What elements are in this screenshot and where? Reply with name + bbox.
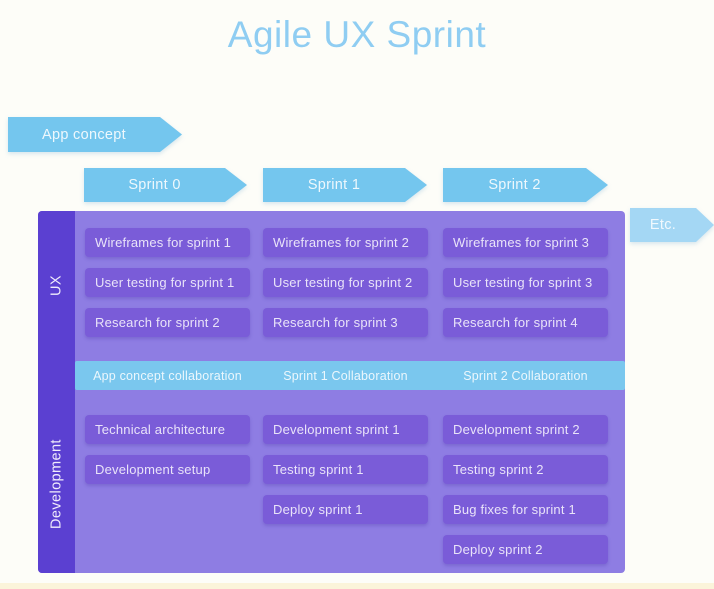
development-column-sprint-1: Development sprint 1 Testing sprint 1 De… — [263, 415, 428, 524]
ux-card: User testing for sprint 2 — [263, 268, 428, 297]
collaboration-label: App concept collaboration — [93, 368, 242, 383]
ux-column-sprint-2: Wireframes for sprint 3 User testing for… — [443, 228, 608, 337]
ux-column-sprint-0: Wireframes for sprint 1 User testing for… — [85, 228, 250, 337]
sprint-board: UX Development Wireframes for sprint 1 U… — [38, 211, 625, 573]
ux-card: User testing for sprint 3 — [443, 268, 608, 297]
ux-row-label: UX — [48, 275, 65, 297]
ux-card: Wireframes for sprint 3 — [443, 228, 608, 257]
development-column-sprint-2: Development sprint 2 Testing sprint 2 Bu… — [443, 415, 608, 564]
etc-arrow-label: Etc. — [630, 208, 714, 242]
sprint-2-arrow: Sprint 2 — [443, 168, 608, 202]
ux-card: User testing for sprint 1 — [85, 268, 250, 297]
development-column-sprint-0: Technical architecture Development setup — [85, 415, 250, 484]
development-card: Deploy sprint 2 — [443, 535, 608, 564]
ux-card: Wireframes for sprint 1 — [85, 228, 250, 257]
sprint-1-arrow: Sprint 1 — [263, 168, 427, 202]
development-card: Development sprint 1 — [263, 415, 428, 444]
bottom-accent-strip — [0, 583, 714, 589]
sprint-1-arrow-label: Sprint 1 — [263, 168, 427, 202]
development-card: Testing sprint 2 — [443, 455, 608, 484]
development-card: Technical architecture — [85, 415, 250, 444]
app-concept-arrow: App concept — [8, 117, 182, 152]
development-card: Development sprint 2 — [443, 415, 608, 444]
ux-card: Research for sprint 3 — [263, 308, 428, 337]
development-card: Bug fixes for sprint 1 — [443, 495, 608, 524]
ux-column-sprint-1: Wireframes for sprint 2 User testing for… — [263, 228, 428, 337]
collaboration-bar: App concept collaboration Sprint 1 Colla… — [75, 361, 625, 390]
sprint-0-arrow: Sprint 0 — [84, 168, 247, 202]
development-card: Testing sprint 1 — [263, 455, 428, 484]
collaboration-label: Sprint 1 Collaboration — [283, 368, 408, 383]
ux-card: Research for sprint 2 — [85, 308, 250, 337]
development-row-label: Development — [48, 439, 65, 529]
sprint-0-arrow-label: Sprint 0 — [84, 168, 247, 202]
sprint-2-arrow-label: Sprint 2 — [443, 168, 608, 202]
app-concept-arrow-label: App concept — [8, 117, 182, 152]
development-card: Development setup — [85, 455, 250, 484]
development-card: Deploy sprint 1 — [263, 495, 428, 524]
board-sidebar: UX Development — [38, 211, 75, 573]
ux-card: Wireframes for sprint 2 — [263, 228, 428, 257]
collaboration-label: Sprint 2 Collaboration — [463, 368, 588, 383]
ux-card: Research for sprint 4 — [443, 308, 608, 337]
diagram-title: Agile UX Sprint — [227, 14, 487, 55]
etc-arrow: Etc. — [630, 208, 714, 242]
